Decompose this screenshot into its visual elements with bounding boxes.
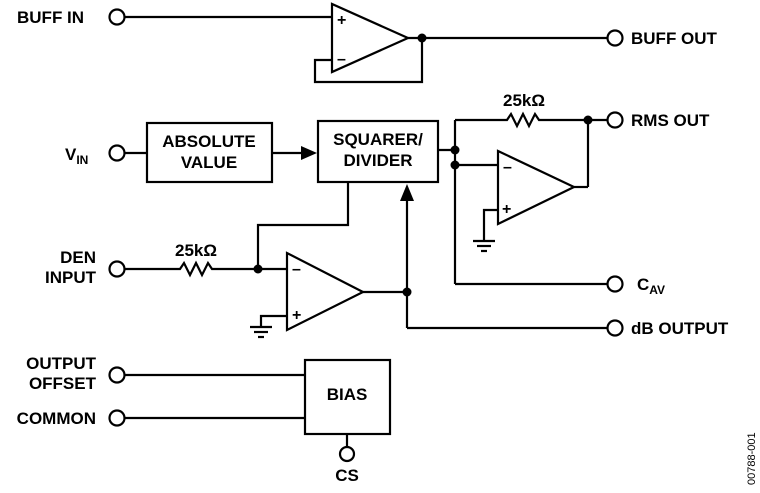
squarer-divider-block [316, 119, 440, 184]
figure-id: 00788-001 [746, 432, 758, 485]
buffer-output-junction [417, 33, 427, 43]
cs-pin [338, 445, 356, 463]
vin-label: VIN [65, 145, 88, 167]
db-output-label: dB OUTPUT [631, 319, 729, 338]
buffer-amplifier: + – [125, 2, 607, 84]
cav-pin [606, 275, 624, 293]
cav-label: CAV [637, 275, 665, 297]
den-resistor [125, 260, 287, 278]
output-offset-pin [108, 366, 126, 384]
db-amplifier: – + [250, 251, 366, 339]
den-input-label-line2: INPUT [45, 268, 97, 287]
inverting-input-junction [450, 160, 460, 170]
arrow-to-squarer-icon [301, 146, 317, 160]
buff-in-label: BUFF IN [17, 8, 84, 27]
feedback-resistor-label: 25kΩ [503, 91, 545, 110]
rms-out-label: RMS OUT [631, 111, 710, 130]
db-minus-sign: – [292, 261, 301, 278]
bias-label: BIAS [327, 385, 368, 404]
den-input-pin [108, 260, 126, 278]
common-pin [108, 409, 126, 427]
output-offset-label-line1: OUTPUT [26, 354, 97, 373]
rms-plus-sign: + [502, 201, 511, 218]
den-junction [253, 264, 263, 274]
rms-out-pin [606, 111, 624, 129]
db-plus-sign: + [292, 307, 301, 324]
buff-in-pin [108, 8, 126, 26]
common-label: COMMON [17, 409, 96, 428]
buffer-minus-sign: – [337, 51, 346, 68]
absolute-value-block [145, 121, 274, 184]
buffer-plus-sign: + [337, 12, 346, 29]
squarer-output-junction [450, 145, 460, 155]
arrow-to-divider-icon [400, 184, 414, 201]
den-resistor-label: 25kΩ [175, 241, 217, 260]
buff-out-label: BUFF OUT [631, 29, 718, 48]
den-input-label-line1: DEN [60, 248, 96, 267]
squarer-divider-label-line1: SQUARER/ [333, 130, 423, 149]
absolute-value-label-line1: ABSOLUTE [162, 132, 256, 151]
squarer-divider-label-line2: DIVIDER [344, 151, 413, 170]
db-output-pin [606, 319, 624, 337]
buff-out-pin [606, 29, 624, 47]
absolute-value-label-line2: VALUE [181, 153, 237, 172]
rms-amplifier: – + [473, 149, 577, 253]
vin-pin [108, 144, 126, 162]
cs-label: CS [335, 466, 359, 485]
output-offset-label-line2: OFFSET [29, 374, 97, 393]
feedback-resistor [455, 111, 588, 129]
rms-minus-sign: – [503, 159, 512, 176]
